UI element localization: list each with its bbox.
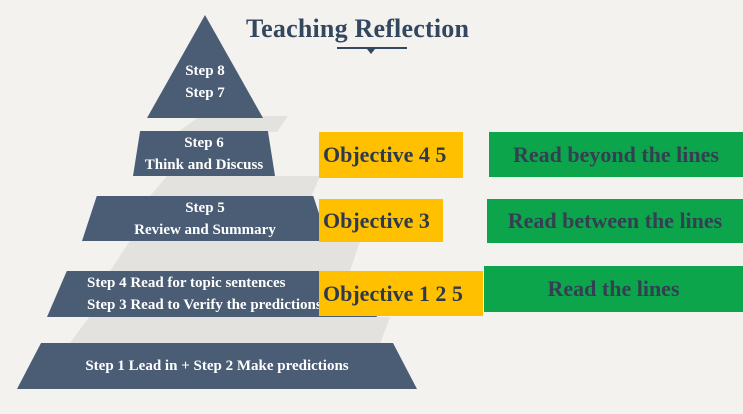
pyramid-shadow xyxy=(110,241,360,271)
slide-title: Teaching Reflection xyxy=(246,14,470,43)
pyramid-tier-step-5: Step 5 Review and Summary xyxy=(82,196,328,241)
pyramid-shadow xyxy=(70,317,390,343)
title-underline xyxy=(337,47,407,49)
tier-label: Review and Summary xyxy=(134,221,276,238)
objective-box: Objective 1 2 5 xyxy=(319,271,483,316)
tier-label: Step 6 xyxy=(184,134,224,151)
tier-label: Step 8 xyxy=(185,62,225,79)
reading-level-box: Read the lines xyxy=(484,266,743,312)
tier-label: Think and Discuss xyxy=(144,156,264,173)
tier-label: Step 4 Read for topic sentences xyxy=(87,275,286,291)
objective-box: Objective 4 5 xyxy=(319,132,463,178)
title-caret-icon xyxy=(367,49,375,54)
pyramid-shadow xyxy=(150,176,320,196)
tier-label: Step 3 Read to Verify the predictions xyxy=(87,297,322,313)
tier-label: Step 5 xyxy=(185,199,225,216)
pyramid-shadow xyxy=(178,116,288,132)
tier-label: Step 7 xyxy=(185,84,225,101)
pyramid-tier-step-6: Step 6 Think and Discuss xyxy=(133,131,275,176)
objective-box: Objective 3 xyxy=(319,199,443,242)
reading-level-box: Read beyond the lines xyxy=(489,132,743,177)
tier-label: Step 1 Lead in + Step 2 Make predictions xyxy=(85,358,349,374)
reading-level-box: Read between the lines xyxy=(487,199,743,243)
pyramid-tier-steps-1-2: Step 1 Lead in + Step 2 Make predictions xyxy=(17,343,417,389)
